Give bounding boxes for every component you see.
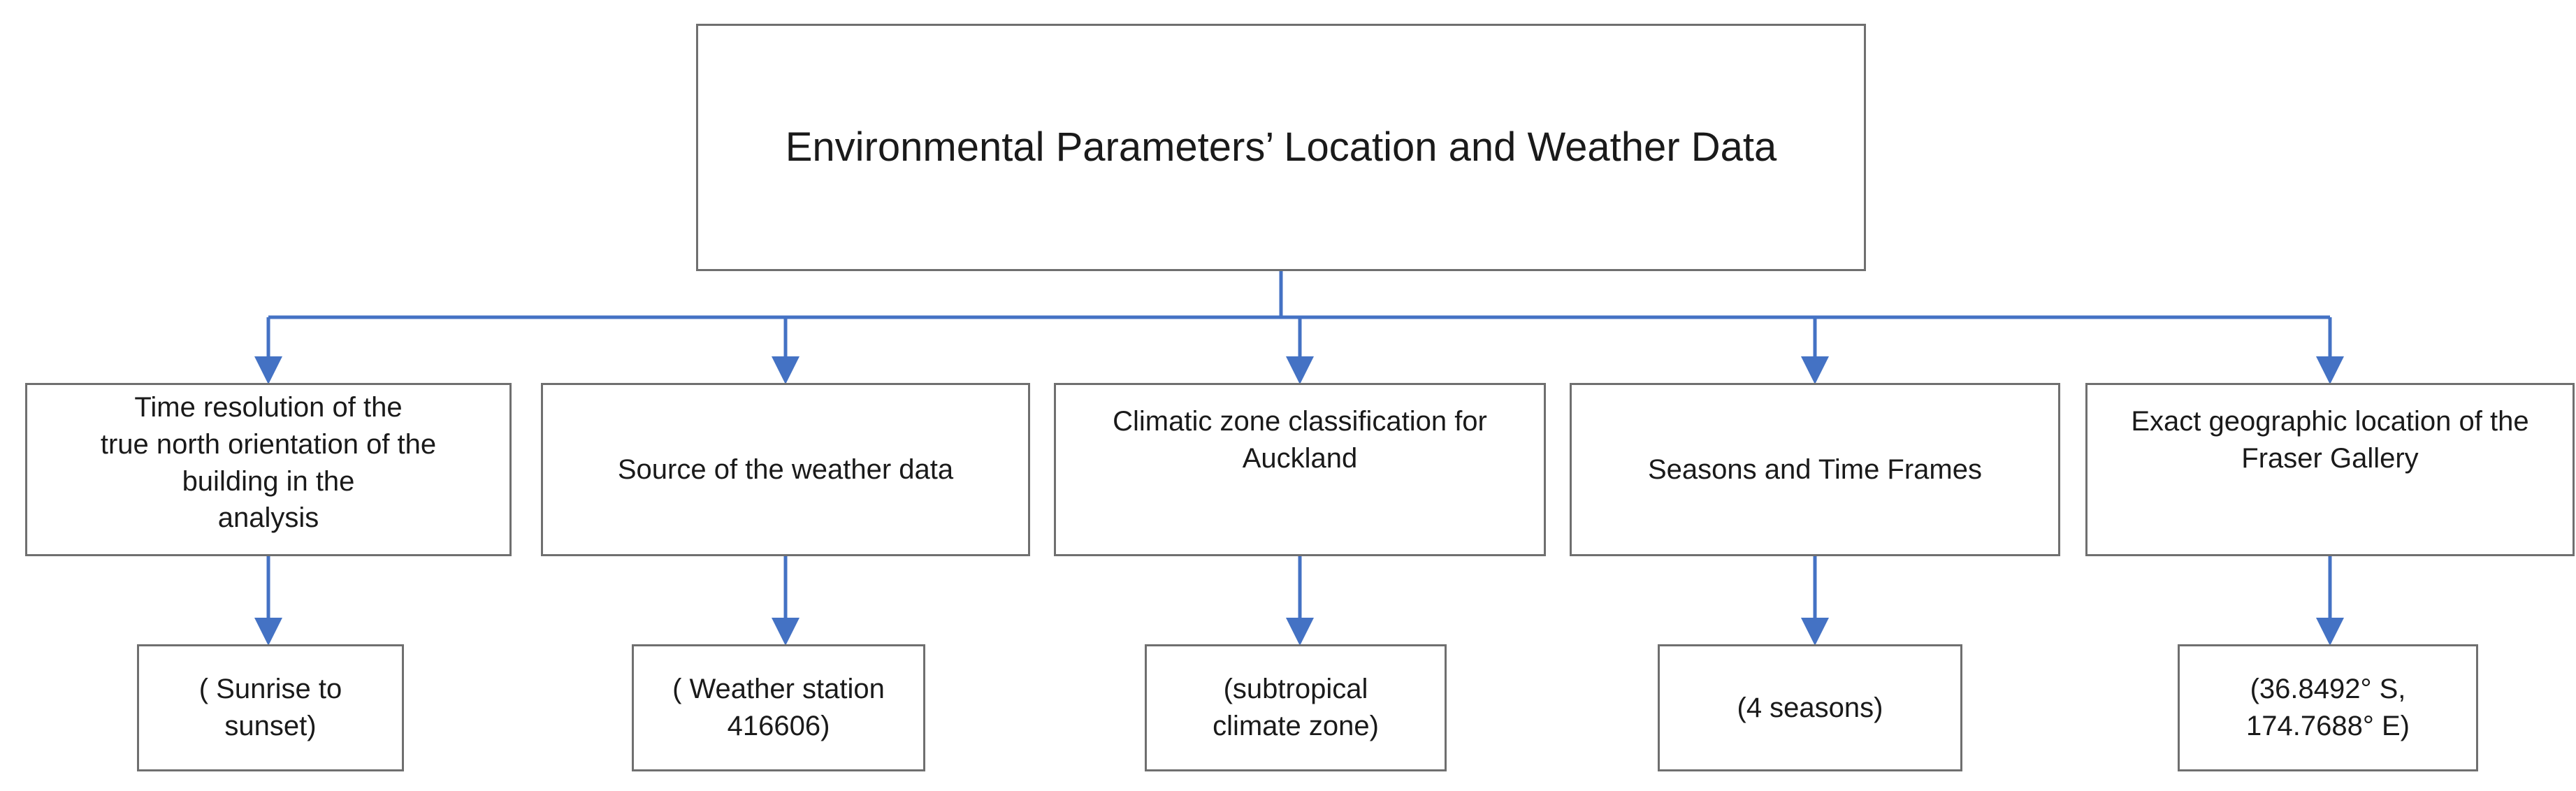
- value-node-label: (subtropical climate zone): [1213, 674, 1379, 741]
- value-node-label: ( Sunrise to sunset): [198, 674, 342, 741]
- category-node-label: Source of the weather data: [617, 453, 954, 485]
- category-node-weather-source: Source of the weather data: [541, 383, 1030, 556]
- category-node-label: Exact geographic location of the Fraser …: [2131, 406, 2529, 474]
- value-node-label: ( Weather station 416606): [672, 674, 885, 741]
- value-node-coordinates: (36.8492° S, 174.7688° E): [2178, 644, 2478, 771]
- value-node-subtropical: (subtropical climate zone): [1145, 644, 1447, 771]
- category-node-seasons: Seasons and Time Frames: [1570, 383, 2060, 556]
- value-node-sunrise-sunset: ( Sunrise to sunset): [137, 644, 404, 771]
- category-node-climatic-zone: Climatic zone classification for Aucklan…: [1054, 383, 1546, 556]
- category-node-geographic-location: Exact geographic location of the Fraser …: [2085, 383, 2575, 556]
- category-node-time-resolution: Time resolution of the true north orient…: [25, 383, 512, 556]
- category-node-label: Time resolution of the true north orient…: [100, 392, 437, 534]
- value-node-weather-station: ( Weather station 416606): [632, 644, 925, 771]
- category-node-label: Seasons and Time Frames: [1648, 453, 1982, 485]
- root-node: Environmental Parameters’ Location and W…: [696, 24, 1866, 271]
- value-node-label: (36.8492° S, 174.7688° E): [2246, 674, 2410, 741]
- category-node-label: Climatic zone classification for Aucklan…: [1113, 406, 1487, 474]
- root-node-label: Environmental Parameters’ Location and W…: [785, 124, 1777, 170]
- value-node-label: (4 seasons): [1737, 692, 1883, 723]
- value-node-four-seasons: (4 seasons): [1658, 644, 1962, 771]
